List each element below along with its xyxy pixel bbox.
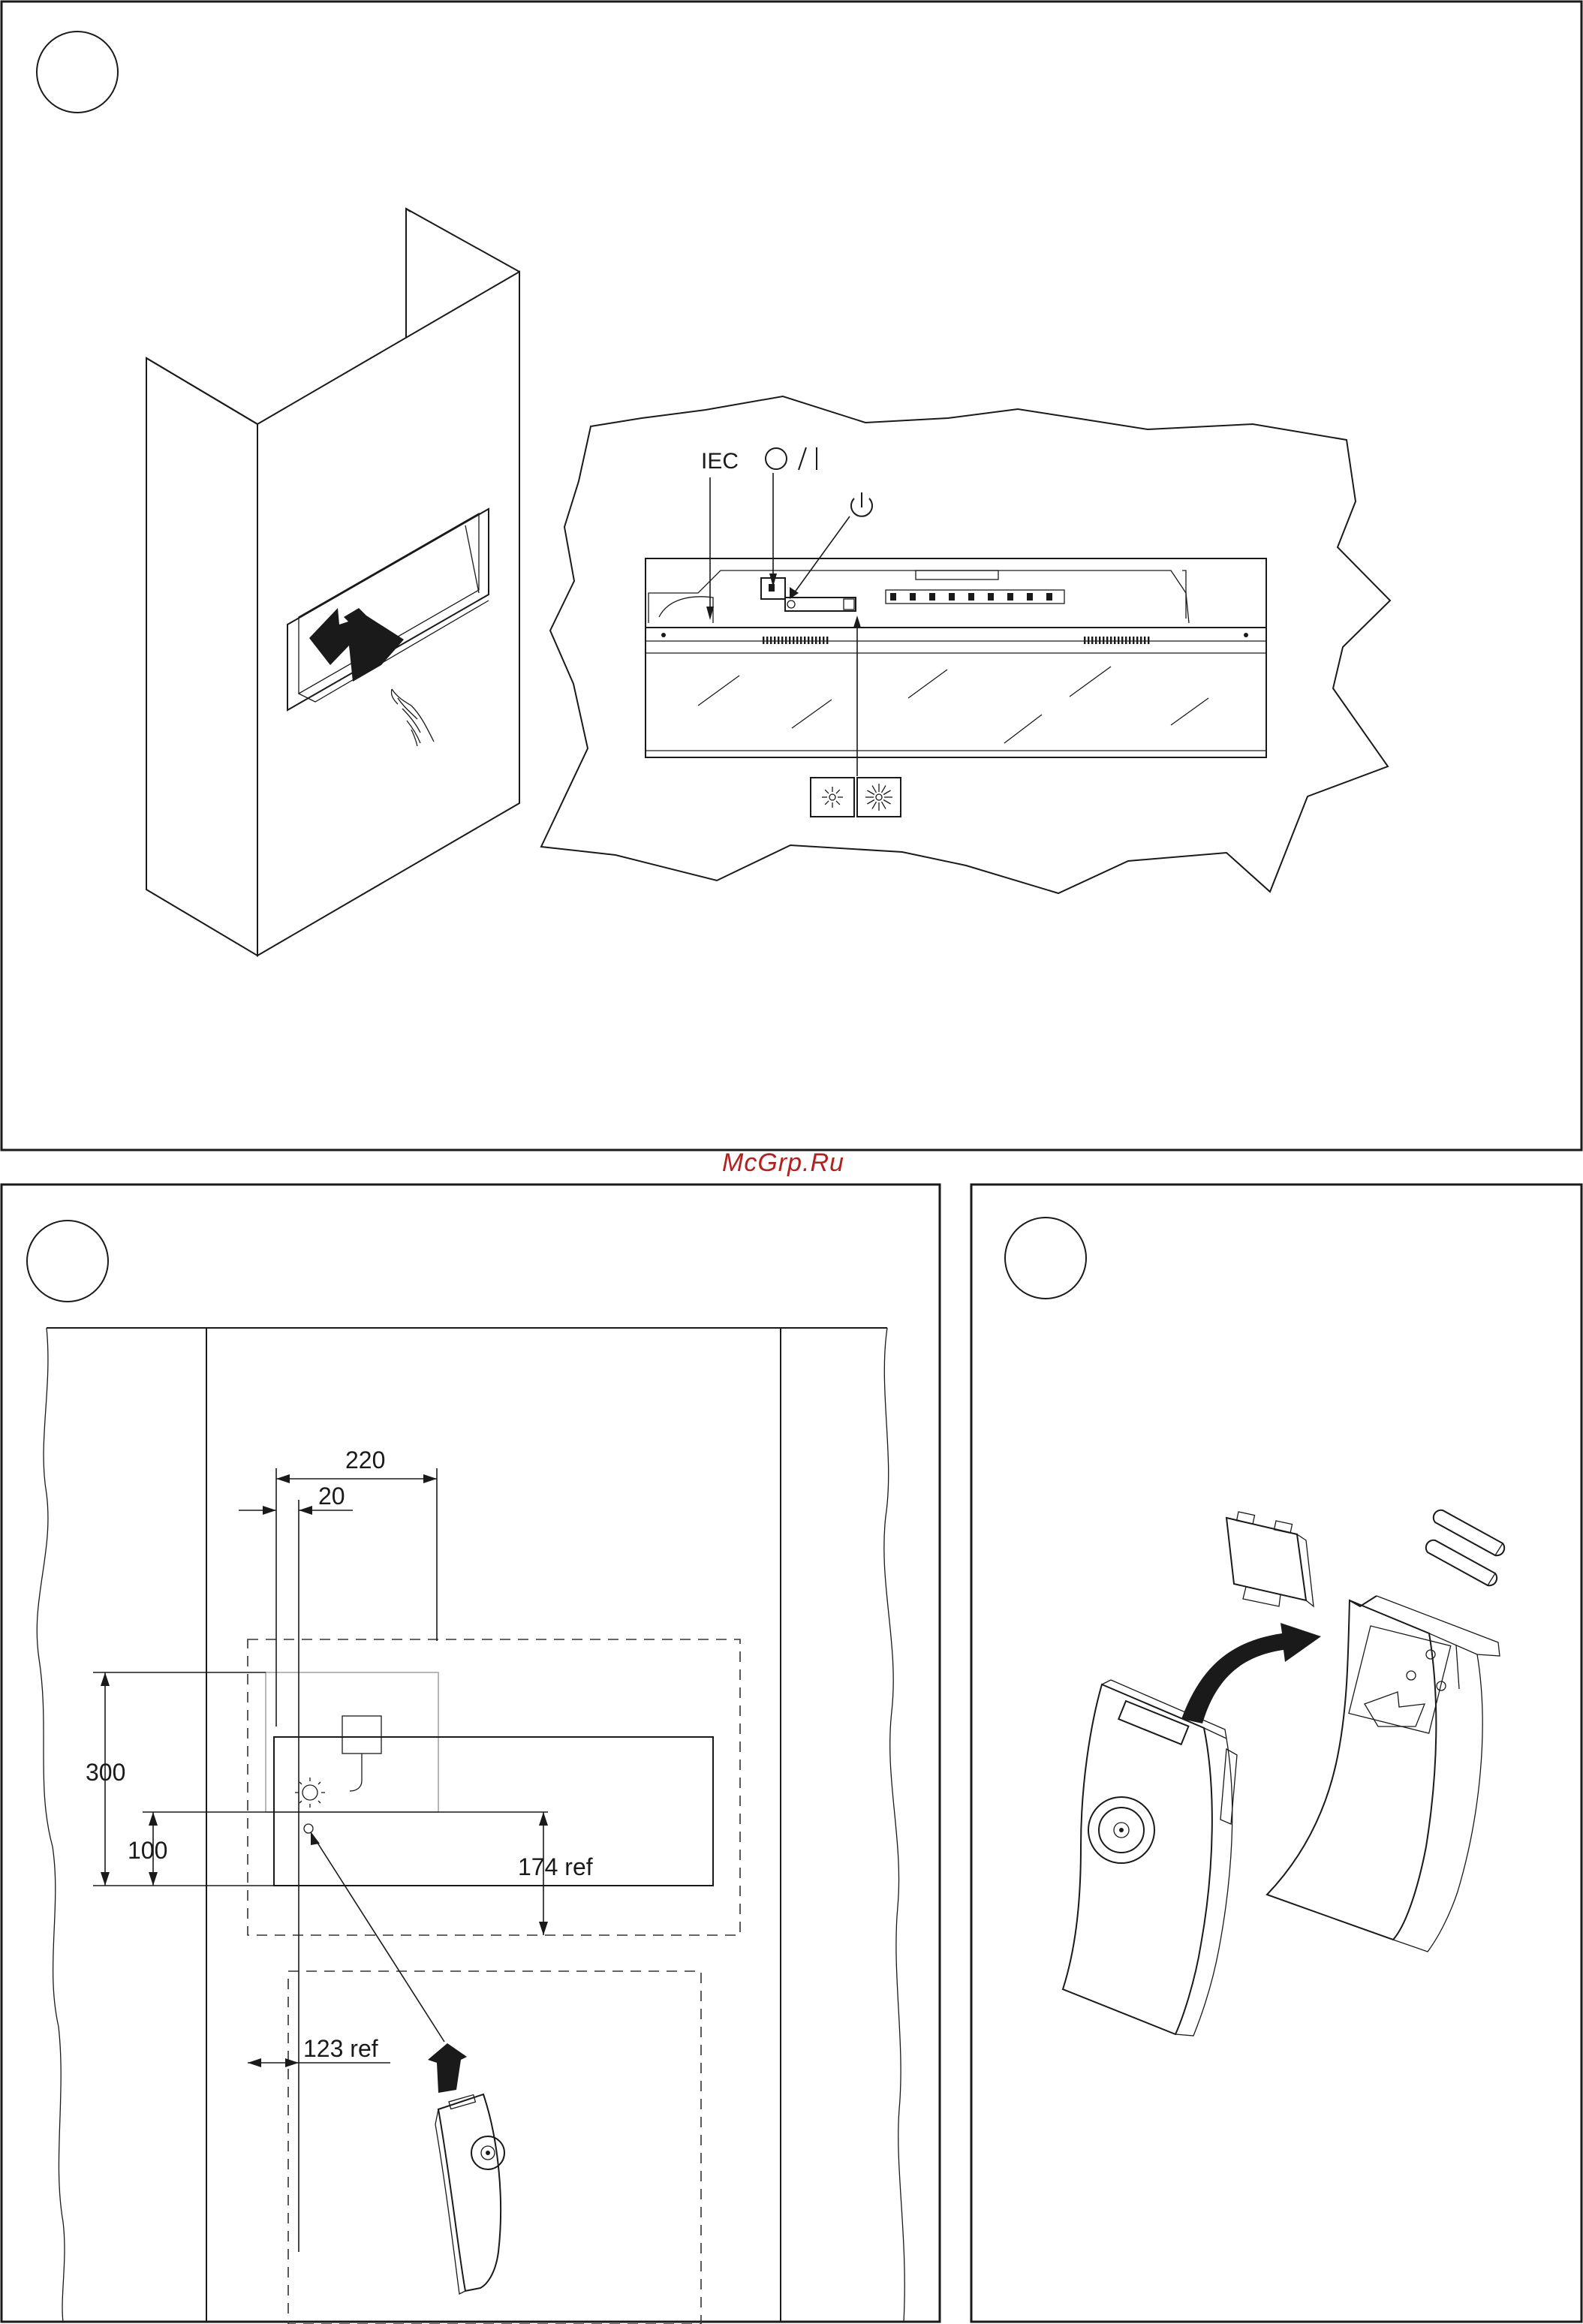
fire-unit-detail (646, 558, 1266, 757)
fireplace-housing (146, 209, 519, 956)
flame-bright-button (857, 778, 901, 817)
step-circle-3 (1005, 1218, 1086, 1299)
insert-arrow-icon (309, 608, 404, 682)
panel-top-frame (2, 2, 1581, 1150)
watermark: McGrp.Ru (722, 1148, 844, 1177)
remove-cover-arrow-icon (1181, 1623, 1321, 1723)
dim-220: 220 (345, 1446, 385, 1474)
detail-torn-outline (541, 396, 1390, 893)
hand-icon (391, 689, 434, 746)
remote-control-front (1063, 1680, 1237, 2036)
flame-button (811, 778, 854, 817)
dim-20: 20 (318, 1483, 345, 1510)
panel-bottom-right-frame (971, 1185, 1581, 2322)
power-switch-symbol (766, 447, 817, 470)
step-circle-1 (37, 32, 118, 113)
dim-300: 300 (86, 1759, 125, 1786)
dim-174-ref: 174 ref (518, 1853, 593, 1880)
installation-zone-inner (288, 1971, 701, 2324)
standby-icon (851, 492, 872, 516)
dim-100: 100 (128, 1837, 167, 1864)
wall-outline (37, 1328, 904, 2322)
remote-control-small (428, 2043, 504, 2294)
installation-zone-outer (248, 1639, 740, 1935)
receiver-strip (785, 598, 856, 611)
iec-label: IEC (701, 449, 739, 474)
opening-rectangle (274, 1737, 713, 1886)
panel-bottom-left-frame (2, 1185, 940, 2322)
sensor-icon (295, 1778, 325, 1808)
aaa-batteries (1426, 1510, 1504, 1585)
dim-123-ref: 123 ref (303, 2035, 378, 2062)
battery-cover (1226, 1512, 1314, 1606)
control-opening (287, 509, 489, 710)
step-circle-2 (27, 1221, 108, 1302)
